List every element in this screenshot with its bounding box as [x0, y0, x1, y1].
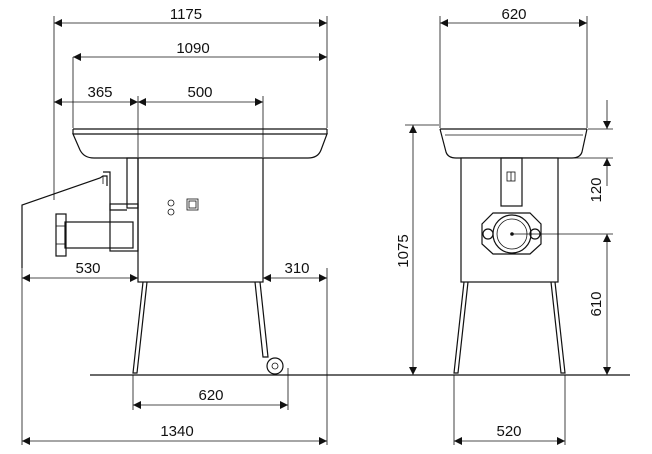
switch-icon — [167, 208, 175, 216]
dim-label-side-tray-width: 620 — [501, 6, 526, 23]
dim-label-side-leg-spacing: 520 — [496, 423, 521, 440]
dim-label-overall-width: 1175 — [170, 6, 202, 23]
dim-label-left-offset: 365 — [87, 84, 112, 101]
front-guard — [21, 175, 108, 268]
side-legs — [453, 281, 566, 374]
front-extension-lines — [21, 16, 328, 445]
dim-label-outlet-reach: 530 — [75, 260, 100, 277]
side-view: 620 1075 120 610 520 — [395, 6, 613, 445]
side-tray — [439, 128, 588, 159]
front-view: 1175 1090 365 500 530 310 620 1340 — [21, 6, 630, 445]
side-outlet-flange — [481, 212, 542, 255]
switch-icon — [167, 199, 175, 207]
dim-label-upper-offset: 120 — [588, 177, 605, 202]
castor-wheel — [266, 357, 284, 375]
front-body — [137, 157, 264, 283]
dim-label-total-depth: 1340 — [160, 423, 193, 440]
dim-label-outlet-height: 610 — [588, 291, 605, 316]
dim-label-leg-spacing: 620 — [198, 387, 223, 404]
dim-label-right-overhang: 310 — [284, 260, 309, 277]
dim-label-tray-width: 1090 — [176, 40, 209, 57]
dim-label-total-height: 1075 — [395, 234, 412, 267]
front-tray — [72, 128, 328, 159]
front-legs — [132, 281, 284, 375]
front-mincing-head — [55, 157, 139, 257]
button-icon — [186, 198, 199, 211]
dim-label-body-width: 500 — [187, 84, 212, 101]
